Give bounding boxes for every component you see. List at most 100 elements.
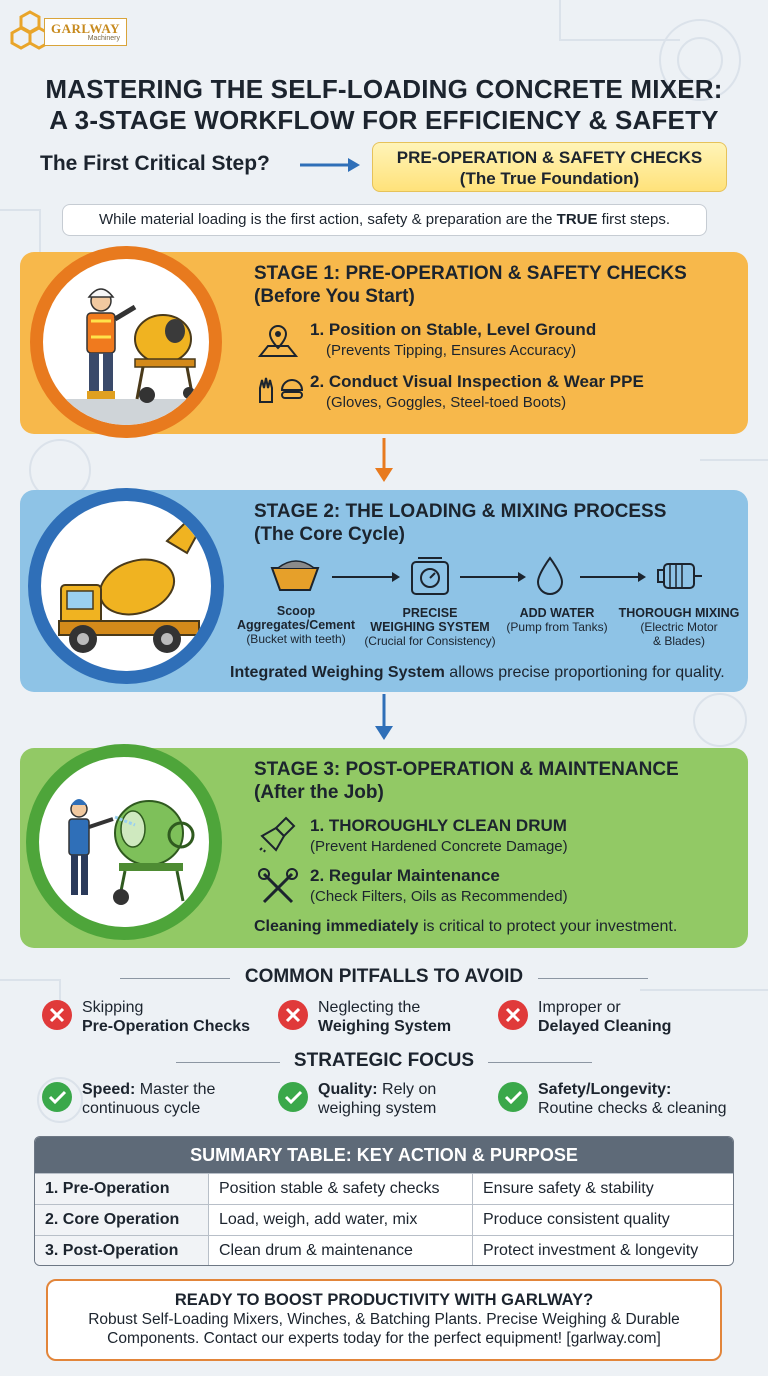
stage-2-heading: STAGE 2: THE LOADING & MIXING PROCESS: [254, 501, 667, 522]
flow-arrow-2: [460, 572, 526, 582]
motor-icon: [657, 563, 702, 589]
worker-mixer-illustration: [43, 288, 209, 425]
stage-1-item-2: 2. Conduct Visual Inspection & Wear PPE …: [310, 372, 644, 411]
table-cell: Load, weigh, add water, mix: [209, 1205, 473, 1235]
step-water-label: ADD WATER (Pump from Tanks): [498, 606, 616, 634]
self-loading-mixer-illustration: [58, 521, 201, 653]
step-scoop-sub: (Bucket with teeth): [246, 632, 346, 646]
step-weigh-l1: PRECISE: [402, 606, 458, 620]
bucket-icon: [270, 560, 320, 591]
foundation-callout: PRE-OPERATION & SAFETY CHECKS (The True …: [372, 142, 727, 192]
focus-1-rest: Master the: [135, 1081, 216, 1098]
error-x-icon: [498, 1000, 528, 1030]
table-cell: 3. Post-Operation: [35, 1236, 209, 1265]
stage-3-item-2-sub: (Check Filters, Oils as Recommended): [310, 888, 568, 905]
stage-1-illustration: [30, 246, 222, 438]
table-row: 3. Post-Operation Clean drum & maintenan…: [35, 1235, 733, 1265]
scale-icon: [411, 557, 449, 595]
stage-1-item-2-sub: (Gloves, Goggles, Steel-toed Boots): [326, 394, 567, 411]
stage-3-item-2: 2. Regular Maintenance (Check Filters, O…: [310, 866, 568, 905]
table-cell: 1. Pre-Operation: [35, 1174, 209, 1204]
pitfall-2-l1: Neglecting the: [318, 999, 421, 1016]
stage-3-heading: STAGE 3: POST-OPERATION & MAINTENANCE: [254, 759, 679, 780]
summary-table: SUMMARY TABLE: KEY ACTION & PURPOSE 1. P…: [34, 1136, 734, 1266]
step-mix-sub2: & Blades): [652, 634, 706, 648]
divider-line: [488, 1062, 592, 1063]
water-drop-icon: [536, 556, 564, 595]
stage-1-title: STAGE 1: PRE-OPERATION & SAFETY CHECKS (…: [254, 262, 687, 308]
pitfall-1-l2: Pre-Operation Checks: [82, 1018, 251, 1035]
title-line-2: A 3-STAGE WORKFLOW FOR EFFICIENCY & SAFE…: [49, 105, 719, 135]
intro-before: While material loading is the first acti…: [98, 211, 557, 228]
stage-2-illustration: [28, 488, 224, 684]
focus-1-l2: continuous cycle: [82, 1100, 201, 1117]
arrow-down-icon: [375, 694, 393, 740]
table-cell: Protect investment & longevity: [473, 1236, 733, 1265]
stage-1-heading: STAGE 1: PRE-OPERATION & SAFETY CHECKS: [254, 263, 687, 284]
tools-icon: [258, 868, 298, 904]
focus-item-3: Safety/Longevity:Routine checks & cleani…: [496, 1080, 727, 1118]
stage-3-item-1: 1. THOROUGHLY CLEAN DRUM (Prevent Harden…: [310, 816, 568, 855]
stage-3-item-1-title: 1. THOROUGHLY CLEAN DRUM: [310, 816, 567, 835]
focus-3-bold: Safety/Longevity:: [538, 1081, 672, 1098]
first-step-question: The First Critical Step?: [40, 152, 270, 175]
intro-after: first steps.: [597, 211, 671, 228]
cta-title: READY TO BOOST PRODUCTIVITY WITH GARLWAY…: [174, 1291, 594, 1309]
table-cell: 2. Core Operation: [35, 1205, 209, 1235]
pitfalls-title: COMMON PITFALLS TO AVOID: [244, 966, 524, 987]
check-icon: [42, 1082, 72, 1112]
stage-2-note-bold: Integrated Weighing System: [230, 664, 445, 681]
stage-2-note: Integrated Weighing System allows precis…: [230, 664, 725, 682]
check-icon: [498, 1082, 528, 1112]
map-pin-icon: [257, 324, 299, 357]
cta-line-1: Robust Self-Loading Mixers, Winches, & B…: [88, 1311, 680, 1328]
intro-bold: TRUE: [556, 211, 598, 228]
focus-2-l2: weighing system: [318, 1100, 437, 1117]
table-cell: Produce consistent quality: [473, 1205, 733, 1235]
table-cell: Clean drum & maintenance: [209, 1236, 473, 1265]
stage-1-item-1-title: 1. Position on Stable, Level Ground: [310, 320, 597, 339]
flow-arrow-3: [580, 572, 646, 582]
foundation-line-2: (The True Foundation): [459, 169, 640, 188]
pitfall-3-l1: Improper or: [538, 999, 621, 1016]
table-cell: Position stable & safety checks: [209, 1174, 473, 1204]
brand-name: GARLWAY: [51, 21, 121, 36]
step-mix-label: THOROUGH MIXING (Electric Motor & Blades…: [612, 606, 746, 648]
stage-2-title: STAGE 2: THE LOADING & MIXING PROCESS (T…: [254, 500, 666, 546]
step-water-sub: (Pump from Tanks): [506, 620, 608, 634]
stage-1-subtitle: (Before You Start): [254, 286, 415, 307]
brand-logo: GARLWAY Machinery: [10, 10, 128, 54]
cta-line-2: Components. Contact our experts today fo…: [107, 1330, 661, 1347]
stage-3-title: STAGE 3: POST-OPERATION & MAINTENANCE (A…: [254, 758, 679, 804]
divider-line: [176, 1062, 280, 1063]
foundation-line-1: PRE-OPERATION & SAFETY CHECKS: [396, 148, 703, 167]
stage-2-note-rest: allows precise proportioning for quality…: [444, 664, 725, 681]
divider-line: [538, 978, 648, 979]
step-water-l1: ADD WATER: [519, 606, 595, 620]
step-mix-l1: THOROUGH MIXING: [618, 606, 740, 620]
cleaning-brush-icon: [259, 816, 296, 853]
ppe-icon: [259, 377, 304, 403]
stage-1-item-1: 1. Position on Stable, Level Ground (Pre…: [310, 320, 596, 359]
step-scoop-label: Scoop Aggregates/Cement (Bucket with tee…: [226, 604, 366, 646]
flow-arrow-1: [332, 572, 400, 582]
summary-table-title: SUMMARY TABLE: KEY ACTION & PURPOSE: [35, 1137, 733, 1173]
intro-banner: While material loading is the first acti…: [62, 204, 707, 236]
error-x-icon: [278, 1000, 308, 1030]
stage-1-item-2-title: 2. Conduct Visual Inspection & Wear PPE: [310, 372, 644, 391]
pitfall-2-l2: Weighing System: [318, 1018, 452, 1035]
step-scoop-l1: Scoop: [276, 604, 316, 618]
stage-3-subtitle: (After the Job): [254, 782, 384, 803]
step-weigh-l2: WEIGHING SYSTEM: [370, 620, 490, 634]
check-icon: [278, 1082, 308, 1112]
brand-sub: Machinery: [87, 35, 121, 42]
table-cell: Ensure safety & stability: [473, 1174, 733, 1204]
arrow-down-icon: [375, 438, 393, 482]
step-weigh-label: PRECISE WEIGHING SYSTEM (Crucial for Con…: [362, 606, 498, 648]
stage-3-note-bold: Cleaning immediately: [254, 918, 419, 935]
